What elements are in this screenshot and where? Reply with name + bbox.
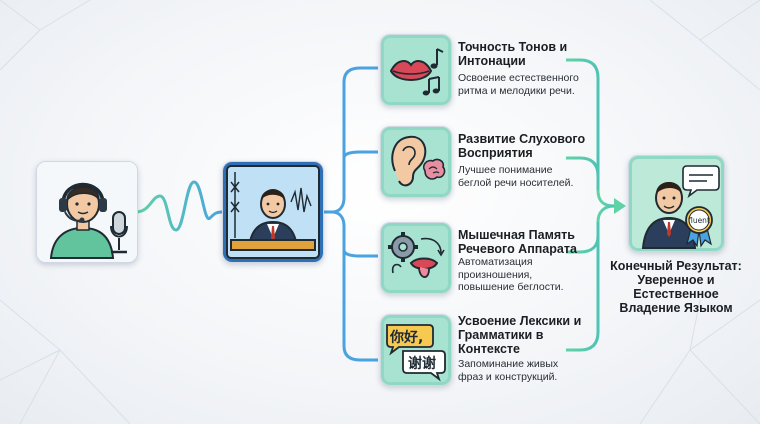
benefit-title-2: Развитие Слухового Восприятия (458, 132, 586, 160)
chinese-speech-bubbles-icon: 你好, 谢谢 (381, 315, 451, 385)
benefit-desc-4: Запоминание живых фраз и конструкций. (458, 358, 559, 383)
benefit-card-1 (380, 34, 452, 106)
benefit-card-4: 你好, 谢谢 (380, 314, 452, 386)
benefit-title-3: Мышечная Память Речевого Аппарата (458, 228, 577, 256)
learner-card (36, 161, 138, 263)
benefit-desc-3: Автоматизация произношения, повышение бе… (458, 256, 564, 293)
lips-music-notes-icon (381, 35, 451, 105)
benefit-desc-2: Лучшее понимание беглой речи носителей. (458, 164, 574, 189)
tv-news-presenter-icon (223, 162, 323, 262)
video-presenter-card (222, 161, 324, 263)
glyph-hello: 你好, (389, 329, 423, 346)
ear-brain-icon (381, 127, 451, 197)
benefit-desc-1: Освоение естественного ритма и мелодики … (458, 72, 579, 97)
converge-connector (566, 58, 622, 352)
result-title: Конечный Результат: Уверенное и Естестве… (610, 259, 742, 315)
result-card: fluent (628, 155, 725, 252)
benefit-card-2 (380, 126, 452, 198)
learner-headset-microphone-icon (37, 162, 137, 262)
branch-connector (322, 66, 378, 362)
benefit-card-3 (380, 222, 452, 294)
wave-connector (135, 180, 223, 232)
arrow-head-icon (614, 198, 626, 214)
gear-tongue-icon (381, 223, 451, 293)
confident-speaker-badge-icon: fluent (629, 156, 724, 251)
glyph-thanks: 谢谢 (408, 355, 436, 372)
fluent-badge-label: fluent (688, 216, 710, 225)
benefit-title-1: Точность Тонов и Интонации (458, 40, 568, 68)
benefit-title-4: Усвоение Лексики и Грамматики в Контекст… (458, 314, 582, 356)
